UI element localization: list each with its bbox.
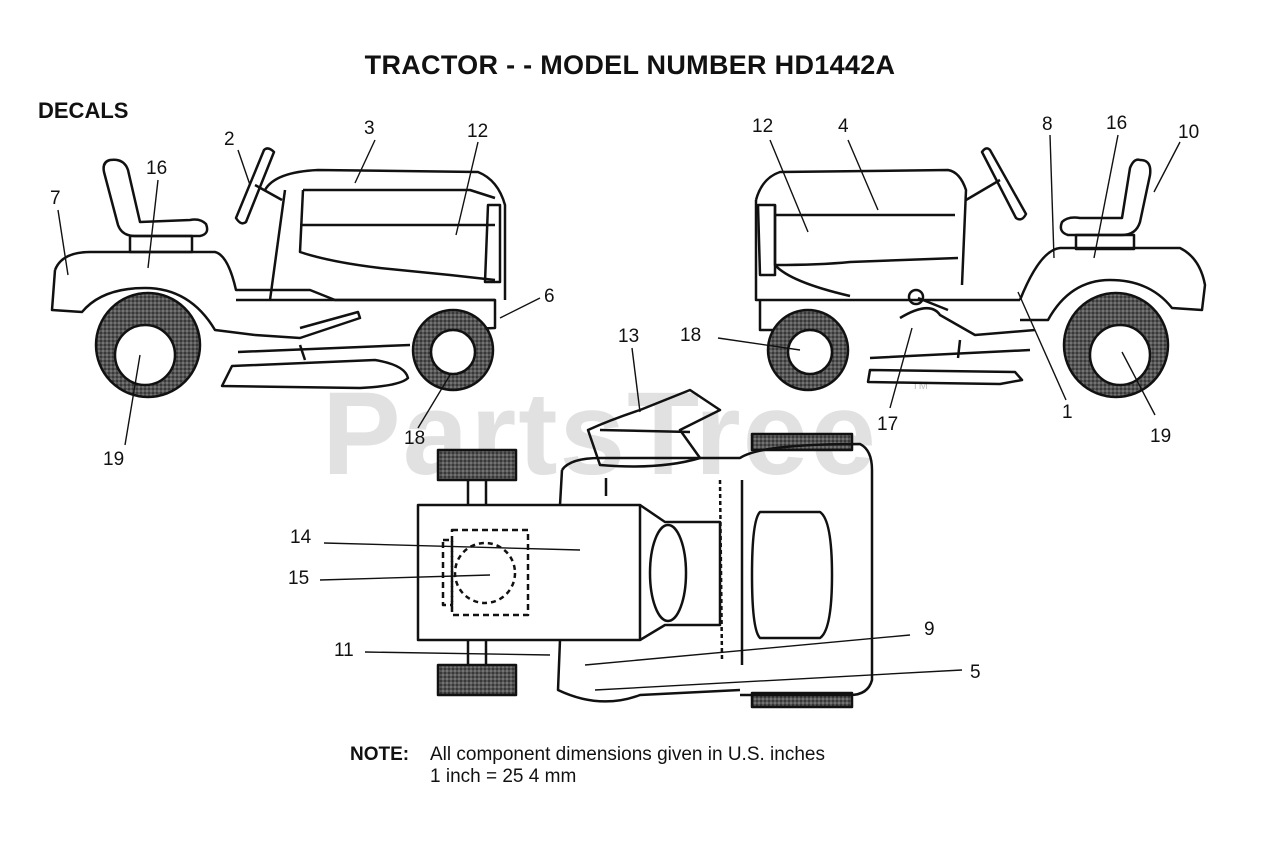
callout-9: 9 bbox=[924, 619, 935, 640]
note-line-2: 1 inch = 25 4 mm bbox=[430, 766, 577, 787]
callout-3: 3 bbox=[364, 118, 375, 139]
top-view-front-tire bbox=[436, 663, 518, 697]
callout-16: 16 bbox=[146, 158, 167, 179]
note-text: All component dimensions given in U.S. i… bbox=[430, 744, 825, 788]
callout-18: 18 bbox=[680, 325, 701, 346]
callout-13: 13 bbox=[618, 326, 639, 347]
callout-12: 12 bbox=[467, 121, 488, 142]
callout-16: 16 bbox=[1106, 113, 1127, 134]
callout-5: 5 bbox=[970, 662, 981, 683]
rear-fender bbox=[1018, 246, 1207, 322]
seat bbox=[1059, 158, 1152, 237]
callout-10: 10 bbox=[1178, 122, 1199, 143]
callout-8: 8 bbox=[1042, 114, 1053, 135]
leader-lines bbox=[57, 134, 1181, 691]
body bbox=[639, 503, 722, 642]
tractor-left-side-view bbox=[50, 147, 507, 399]
mower-deck bbox=[220, 358, 410, 390]
decal-circle bbox=[453, 541, 517, 605]
diagram-title: TRACTOR - - MODEL NUMBER HD1442A bbox=[364, 50, 896, 80]
callout-17: 17 bbox=[877, 414, 898, 435]
callout-1: 1 bbox=[1062, 402, 1073, 423]
callout-7: 7 bbox=[50, 188, 61, 209]
steering-wheel bbox=[586, 388, 722, 468]
callout-labels: 2 3 12 16 7 6 19 18 12 4 8 16 10 18 17 1… bbox=[50, 113, 1199, 683]
top-view-front-tire bbox=[436, 448, 518, 482]
tractor-right-side-view bbox=[754, 147, 1207, 399]
callout-6: 6 bbox=[544, 286, 555, 307]
note-label: NOTE: bbox=[350, 744, 410, 765]
steering-wheel bbox=[980, 147, 1028, 221]
section-heading: DECALS bbox=[38, 98, 129, 123]
callout-4: 4 bbox=[838, 116, 849, 137]
hood bbox=[754, 168, 968, 286]
callout-2: 2 bbox=[224, 129, 235, 150]
hood bbox=[263, 168, 507, 300]
rear-fender bbox=[53, 250, 495, 302]
callout-14: 14 bbox=[290, 527, 312, 548]
dimension-note: NOTE: All component dimensions given in U… bbox=[350, 744, 825, 788]
top-view-rear-tire bbox=[750, 432, 854, 452]
callout-19: 19 bbox=[103, 449, 124, 470]
seat bbox=[102, 158, 209, 238]
callout-19: 19 bbox=[1150, 426, 1171, 447]
tractor-top-view bbox=[416, 388, 874, 709]
callout-15: 15 bbox=[288, 568, 309, 589]
callout-18: 18 bbox=[404, 428, 425, 449]
callout-12: 12 bbox=[752, 116, 773, 137]
mower-deck bbox=[866, 368, 1024, 386]
steering-wheel bbox=[234, 147, 276, 225]
note-line-1: All component dimensions given in U.S. i… bbox=[430, 744, 825, 765]
top-view-rear-tire bbox=[750, 691, 854, 709]
callout-11: 11 bbox=[334, 640, 354, 661]
seat bbox=[750, 510, 834, 640]
seat-base bbox=[128, 234, 194, 254]
